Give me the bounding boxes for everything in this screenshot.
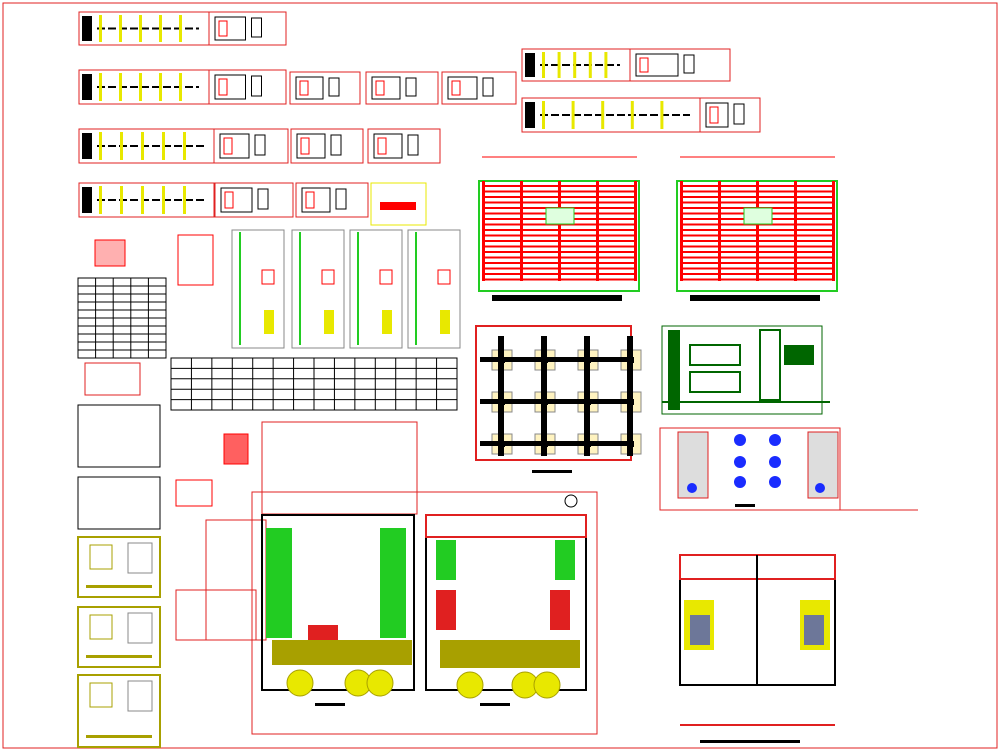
section-detail bbox=[295, 182, 369, 218]
section-detail bbox=[208, 69, 287, 105]
section-detail bbox=[629, 48, 731, 82]
beam-detail bbox=[78, 128, 215, 164]
column-detail bbox=[407, 229, 461, 349]
schedule-table-left bbox=[77, 277, 167, 359]
foundation-plan bbox=[475, 325, 642, 473]
beam-detail-strips bbox=[78, 11, 761, 226]
beam-detail bbox=[78, 182, 215, 218]
section-detail bbox=[289, 71, 361, 105]
column-detail-sheets bbox=[77, 229, 461, 530]
framing-plan-right bbox=[676, 156, 838, 301]
footing-detail bbox=[77, 674, 161, 748]
framing-plan-left bbox=[478, 156, 640, 301]
section-detail bbox=[365, 71, 439, 105]
building-section bbox=[659, 427, 918, 511]
footing-detail bbox=[77, 606, 161, 668]
upper-floor-plan bbox=[679, 554, 836, 743]
column-detail bbox=[231, 229, 285, 349]
section-detail bbox=[213, 128, 289, 164]
beam-detail bbox=[78, 11, 210, 46]
ground-floor-plan bbox=[175, 421, 598, 735]
beam-detail bbox=[521, 48, 631, 82]
section-detail bbox=[441, 71, 517, 105]
north-arrow-icon bbox=[564, 494, 578, 508]
section-detail bbox=[208, 11, 287, 46]
beam-detail bbox=[521, 97, 701, 133]
section-detail bbox=[367, 128, 441, 164]
section-detail bbox=[699, 97, 761, 133]
column-detail bbox=[291, 229, 345, 349]
schedule-table-center bbox=[170, 357, 458, 411]
building-elevation bbox=[661, 325, 830, 415]
column-detail bbox=[349, 229, 403, 349]
section-detail bbox=[290, 128, 364, 164]
beam-detail bbox=[78, 69, 210, 105]
section-detail bbox=[214, 182, 294, 218]
footing-detail-sheets bbox=[77, 536, 161, 748]
footing-detail bbox=[77, 536, 161, 598]
